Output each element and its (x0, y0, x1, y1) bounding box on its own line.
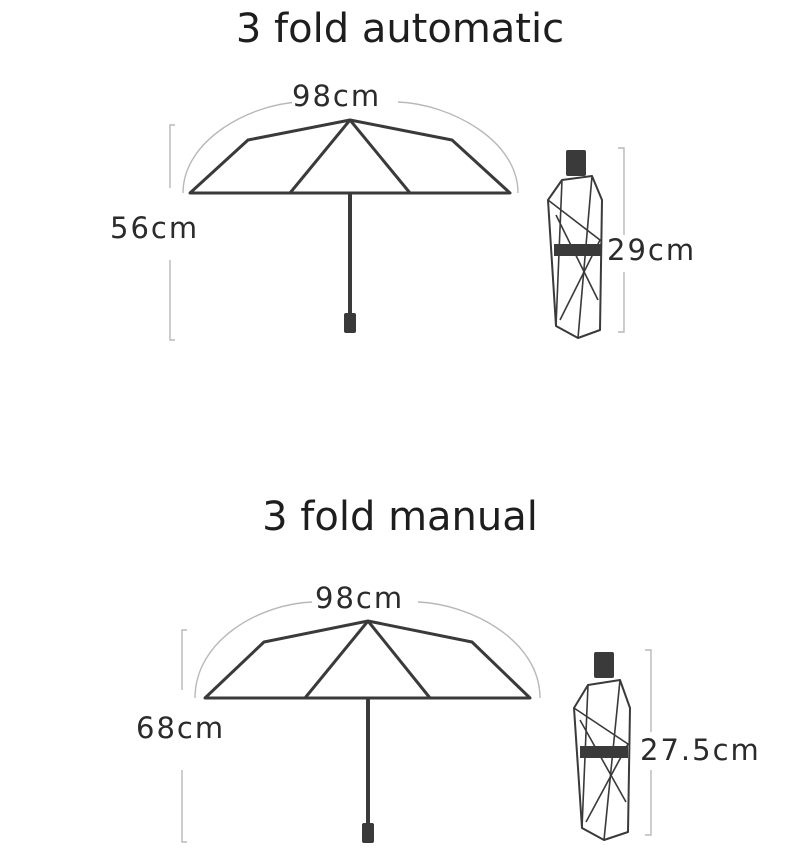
folded-height-bracket (645, 649, 652, 836)
folded-length-label: 29cm (607, 233, 697, 267)
fold-line (547, 199, 602, 321)
canopy-rib (366, 620, 432, 699)
fold-line (555, 214, 599, 301)
umbrella-handle (362, 823, 374, 843)
folded-strap (554, 244, 602, 256)
width-label: 98cm (292, 79, 382, 113)
manual-title: 3 fold manual (262, 494, 538, 540)
fold-line (603, 679, 621, 841)
section-manual: 3 fold manual 98cm 68cm 27.5cm (0, 480, 800, 865)
folded-height-bracket (618, 147, 625, 333)
umbrella-handle (344, 313, 356, 333)
canopy-rib (303, 620, 370, 699)
manual-diagram (181, 601, 652, 843)
fold-line (573, 707, 630, 823)
automatic-title: 3 fold automatic (235, 6, 565, 52)
fold-line (577, 175, 593, 339)
section-automatic: 3 fold automatic 98cm 56cm 29cm (0, 0, 800, 420)
folded-length-label: 27.5cm (640, 733, 761, 767)
width-arc (194, 601, 541, 699)
height-label: 56cm (110, 211, 200, 245)
open-umbrella-canopy (188, 118, 512, 195)
width-label: 98cm (315, 581, 405, 615)
folded-handle (566, 150, 586, 176)
height-bracket (181, 629, 187, 843)
width-arc (182, 101, 519, 194)
open-umbrella-canopy (203, 619, 532, 700)
folded-strap (580, 746, 628, 758)
canopy-rib (348, 119, 412, 194)
fold-line (579, 719, 627, 803)
folded-handle (594, 652, 614, 678)
height-bracket (169, 124, 175, 341)
height-label: 68cm (136, 711, 226, 745)
canopy-rib (288, 119, 352, 194)
automatic-diagram (169, 101, 625, 341)
